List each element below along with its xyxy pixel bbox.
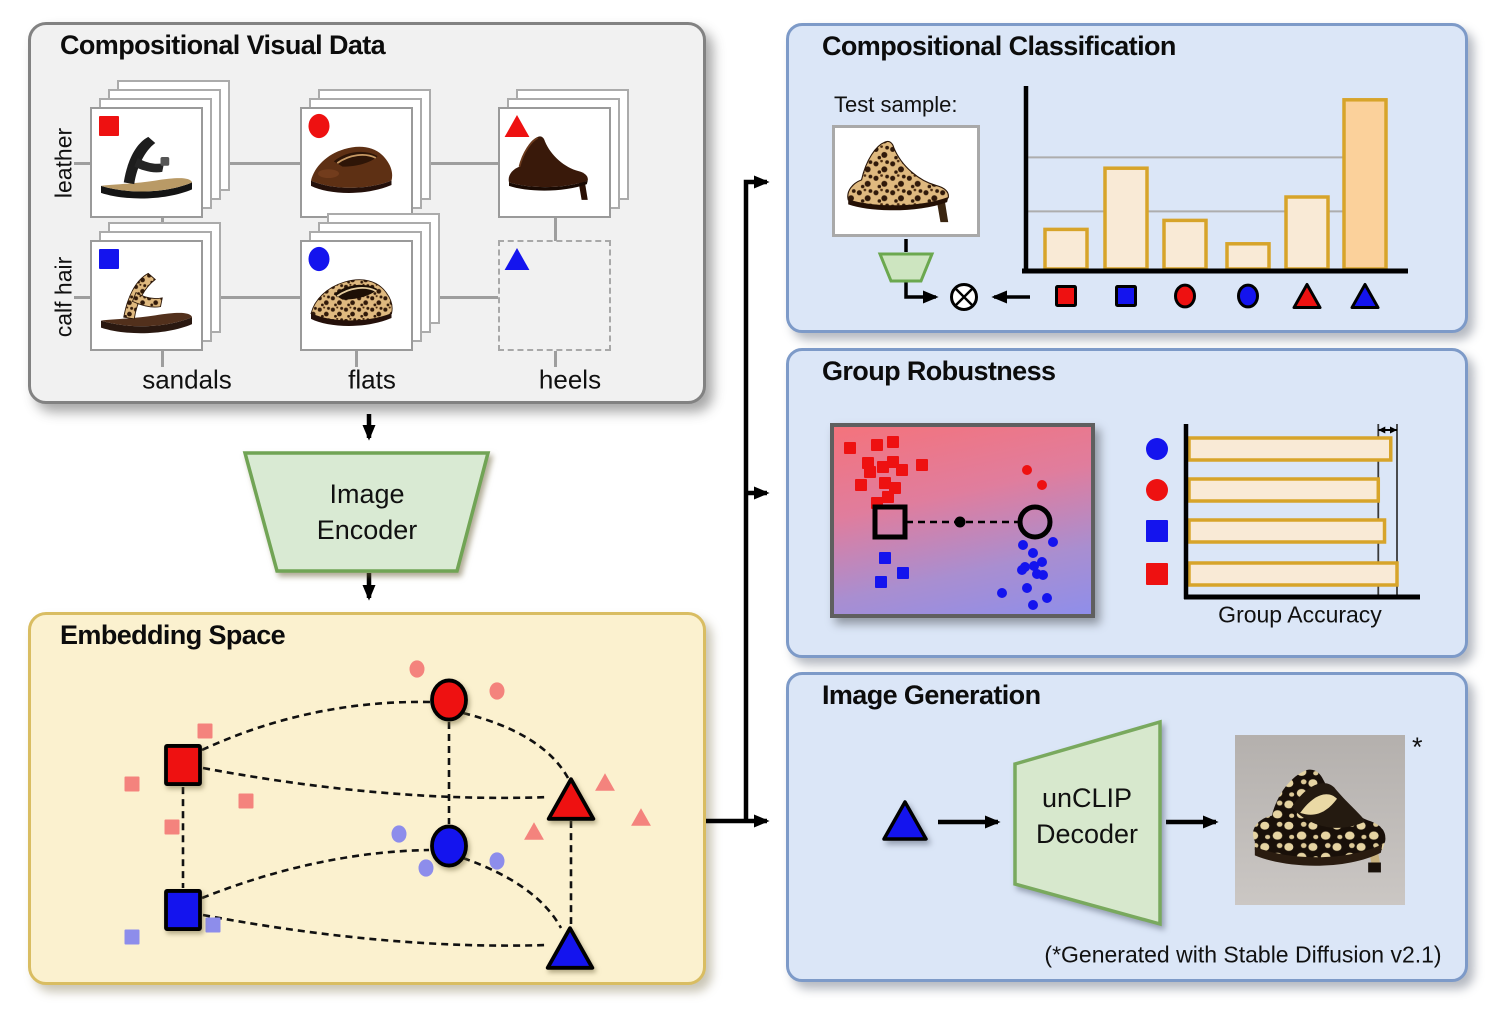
cell-marker-red-circle	[308, 113, 330, 139]
image-encoder-label: Image Encoder	[317, 476, 418, 548]
connector-row0-c1c2	[203, 162, 300, 165]
cell-blue-circle	[308, 246, 330, 272]
test-sample-frame	[832, 125, 980, 237]
cell-blue-triangle	[504, 248, 530, 270]
row-label-calf-hair: calf hair	[50, 256, 77, 338]
test-sample-shoe-image	[836, 131, 976, 231]
visual-data-title: Compositional Visual Data	[60, 30, 386, 60]
cell-red-triangle	[504, 115, 530, 137]
unclip-decoder-label: unCLIP Decoder	[1036, 780, 1138, 852]
connector-col0-label-stub	[161, 351, 164, 367]
group-accuracy-label: Group Accuracy	[1218, 601, 1382, 628]
connector-col2-vertical	[554, 217, 557, 241]
image-encoder-label-line1: Image	[329, 479, 405, 509]
classification-title: Compositional Classification	[822, 31, 1176, 61]
unclip-decoder-label-line1: unCLIP	[1041, 783, 1133, 813]
connector-row1-c2c3	[413, 296, 498, 299]
generation-footnote: (*Generated with Stable Diffusion v2.1)	[1044, 941, 1442, 968]
image-encoder-label-line2: Encoder	[316, 515, 418, 545]
cell-marker-red-square	[99, 116, 119, 136]
connector-col1-label-stub	[355, 351, 358, 367]
connector-row-stub-1	[74, 296, 91, 299]
embedding-title: Embedding Space	[60, 620, 286, 650]
cell-red-square	[99, 116, 119, 136]
connector-row-stub-0	[74, 162, 91, 165]
robustness-title: Group Robustness	[822, 356, 1056, 386]
empty-cell-dashed	[498, 240, 611, 351]
connector-row1-c1c2	[203, 296, 300, 299]
connector-row0-c2c3	[413, 162, 498, 165]
group-robustness-scatter	[830, 423, 1095, 618]
asterisk-label: *	[1412, 732, 1423, 762]
unclip-decoder-label-line2: Decoder	[1035, 819, 1139, 849]
cell-blue-square	[99, 249, 119, 269]
cell-marker-red-triangle	[504, 115, 530, 137]
row-label-leather: leather	[50, 127, 77, 199]
cell-marker-blue-triangle	[504, 248, 530, 270]
connector-col2-label-stub	[554, 351, 557, 367]
cell-red-circle	[308, 113, 330, 139]
test-sample-label: Test sample:	[834, 92, 958, 117]
generation-title: Image Generation	[822, 680, 1041, 710]
cell-marker-blue-square	[99, 249, 119, 269]
col-label-sandals: sandals	[142, 364, 232, 395]
col-label-heels: heels	[538, 364, 602, 395]
cell-marker-blue-circle	[308, 246, 330, 272]
col-label-flats: flats	[348, 364, 396, 395]
